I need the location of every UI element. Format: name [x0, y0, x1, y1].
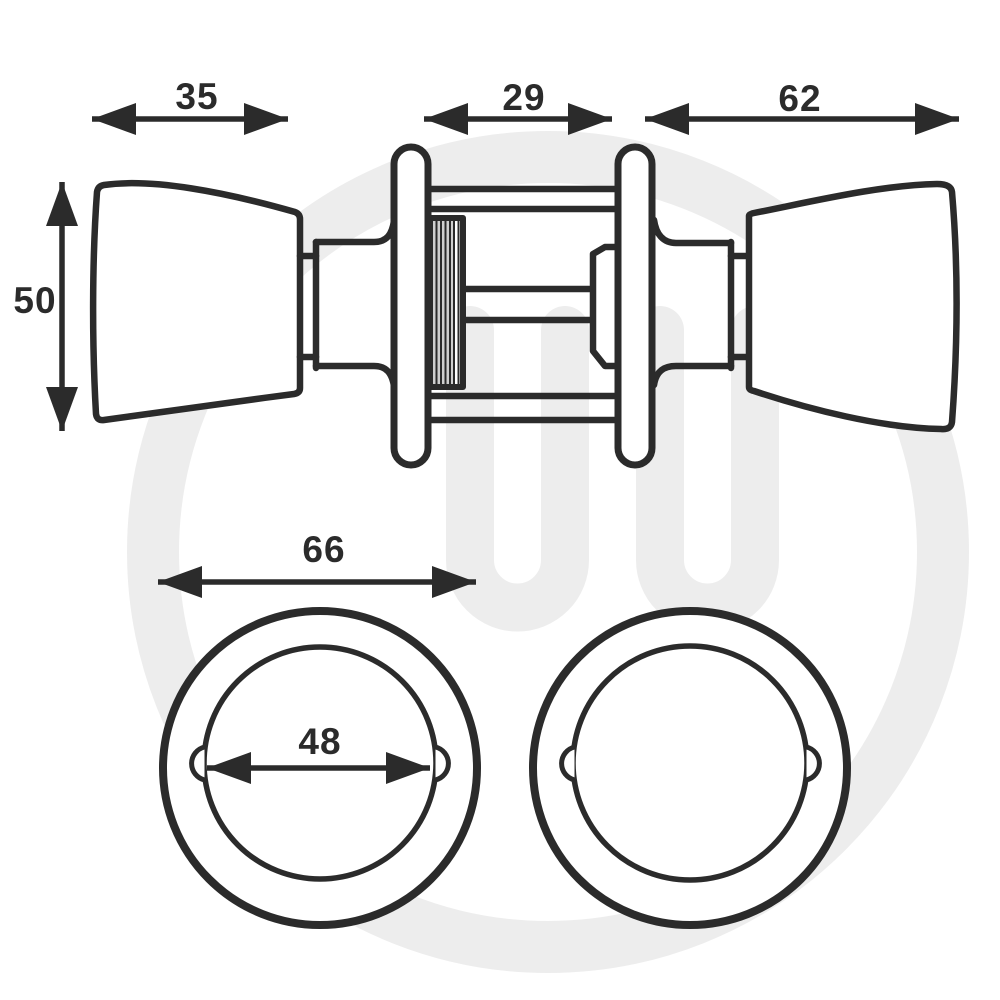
dim-label-rose-outer-dia: 66: [302, 529, 346, 570]
left-rose-plate: [390, 143, 432, 469]
rose-right-inner-circle: [570, 643, 810, 883]
dimension-arrows: [46, 103, 959, 784]
left-knob-neck: [296, 217, 398, 390]
rose-right-ear-left: [559, 744, 576, 783]
rose-left-ear-left: [189, 744, 206, 783]
latch-tube-bottom: [424, 392, 622, 424]
rose-left-inner-circle: [201, 644, 439, 882]
dim-label-right-knob-depth: 62: [778, 78, 822, 119]
dim-label-knob-diameter: 50: [13, 280, 57, 321]
watermark-ring: [127, 131, 969, 973]
left-knob: [89, 179, 304, 424]
dim-label-rose-inner-dia: 48: [298, 721, 342, 762]
latch-cam: [589, 243, 622, 370]
rose-left-ear-right: [434, 744, 451, 783]
left-neck-bottom: [312, 362, 398, 390]
rose-front-views: [159, 607, 851, 929]
dim-label-left-knob-depth: 35: [175, 76, 219, 117]
side-elevation: [89, 143, 960, 469]
dim-label-latch-hub-width: 29: [502, 77, 546, 118]
rose-right-ear-right: [805, 744, 822, 783]
rose-front-right: [529, 607, 851, 929]
right-knob: [745, 180, 960, 433]
knurled-spindle-hub: [424, 215, 466, 390]
watermark-uu-monogram: [446, 306, 779, 632]
latch-tube-top: [424, 185, 622, 213]
right-rose-plate: [614, 143, 656, 469]
spindle: [456, 285, 599, 324]
